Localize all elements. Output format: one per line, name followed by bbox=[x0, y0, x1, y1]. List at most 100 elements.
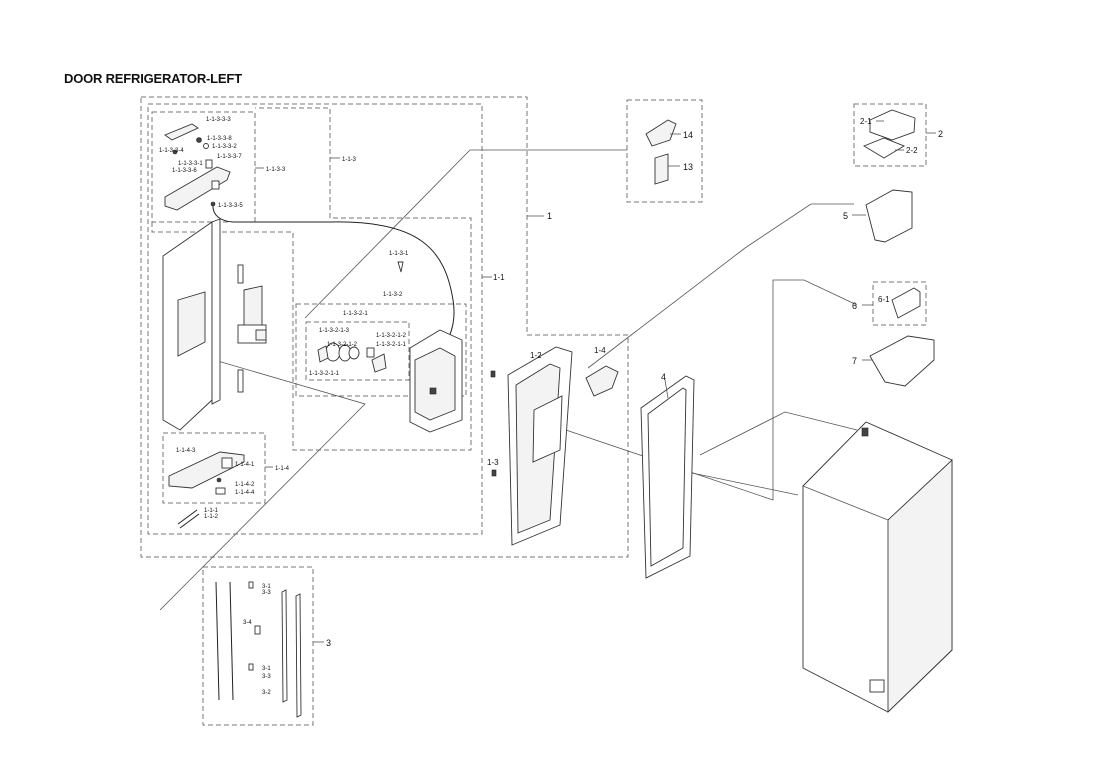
part-bin-7 bbox=[869, 335, 935, 387]
part-14 bbox=[645, 119, 677, 147]
part-door-liner-inner bbox=[177, 291, 206, 357]
part-1-1-4-3 bbox=[168, 451, 245, 489]
label-1-2: 1-2 bbox=[530, 351, 542, 360]
label-1-1-3-3-6: 1-1-3-3-6 bbox=[172, 168, 197, 174]
label-1-1-3: 1-1-3 bbox=[342, 157, 357, 163]
group-box-1-1-3-3 bbox=[151, 111, 256, 223]
part-icemaker-detail bbox=[429, 387, 437, 395]
part-1-3-screw bbox=[491, 469, 497, 477]
label-2: 2 bbox=[938, 129, 943, 139]
part-1-1-4-2 bbox=[216, 477, 222, 483]
leader-group14-to-door bbox=[304, 149, 627, 319]
label-1-1-2: 1-1-2 bbox=[204, 514, 219, 520]
label-1-1-4: 1-1-4 bbox=[275, 466, 290, 472]
part-1-1-4-4 bbox=[215, 487, 226, 495]
part-1-1-1 bbox=[177, 509, 198, 525]
part-1-1-3-3-tray bbox=[164, 166, 231, 211]
label-1-1-3-2-1-2: 1-1-3-2-1-2 bbox=[376, 333, 407, 339]
label-1-1-3-1: 1-1-3-1 bbox=[389, 251, 409, 257]
part-bracket-b bbox=[237, 369, 244, 393]
label-1-1-4-2: 1-1-4-2 bbox=[235, 482, 255, 488]
label-1-4: 1-4 bbox=[594, 346, 606, 355]
part-1-1-3-2-1-seal bbox=[348, 346, 360, 360]
label-1-1-4-4: 1-1-4-4 bbox=[235, 490, 255, 496]
label-1-1-3-3: 1-1-3-3 bbox=[266, 167, 286, 173]
group-box-1-1-3-2-1 bbox=[305, 321, 410, 381]
part-13 bbox=[654, 153, 669, 185]
label-1-1-3-2: 1-1-3-2 bbox=[383, 292, 403, 298]
part-dispenser-switch-b bbox=[255, 329, 267, 341]
label-5: 5 bbox=[843, 211, 848, 221]
label-1-1-3-2-1-1: 1-1-3-2-1-1 bbox=[376, 342, 407, 348]
part-1-1-3-3-8 bbox=[196, 137, 202, 143]
part-gasket-4-inner bbox=[647, 387, 687, 567]
label-1-3: 1-3 bbox=[487, 458, 499, 467]
part-screw-top bbox=[490, 370, 496, 378]
part-icemaker-front bbox=[414, 347, 456, 421]
label-1-1-3-2-1-1b: 1-1-3-2-1-1 bbox=[309, 371, 340, 377]
leader-assembly-to-gasket bbox=[559, 279, 858, 501]
label-14: 14 bbox=[683, 130, 693, 140]
part-3-4 bbox=[254, 625, 261, 635]
part-cabinet-label bbox=[869, 679, 885, 693]
group-box-1-1-4 bbox=[162, 432, 266, 504]
part-2-1 bbox=[869, 109, 916, 141]
part-1-1-3-1 bbox=[397, 261, 404, 273]
label-1-1: 1-1 bbox=[493, 273, 505, 282]
label-1-1-3-2-1-2b: 1-1-3-2-1-2 bbox=[327, 342, 358, 348]
part-1-1-3-2-1-2 bbox=[366, 347, 375, 358]
group-box-3 bbox=[202, 566, 314, 726]
part-3-strip-a bbox=[215, 581, 220, 701]
part-3-strip-c bbox=[281, 589, 288, 703]
part-bin-5 bbox=[865, 189, 913, 243]
part-1-1-3-3-7 bbox=[205, 159, 213, 169]
label-1-1-3-3-4: 1-1-3-3-4 bbox=[159, 148, 184, 154]
leader-cabinet-alignment bbox=[699, 411, 858, 456]
part-3-strip-d bbox=[295, 593, 302, 718]
label-1-1-4-1: 1-1-4-1 bbox=[235, 462, 255, 468]
label-1-1-3-2-1-3: 1-1-3-2-1-3 bbox=[319, 328, 350, 334]
part-cabinet-edge bbox=[802, 485, 889, 521]
part-door-dispenser-recess bbox=[532, 395, 563, 463]
part-1-1-4-1 bbox=[221, 457, 233, 469]
label-7: 7 bbox=[852, 356, 857, 366]
part-bracket-a bbox=[237, 264, 244, 284]
group-box-2 bbox=[853, 103, 927, 167]
part-1-1-3-3-3 bbox=[164, 123, 199, 141]
part-1-1-2 bbox=[179, 513, 200, 529]
group-box-1-1-3-2 bbox=[295, 303, 467, 397]
label-3-1a: 3-1 bbox=[262, 584, 271, 590]
label-1: 1 bbox=[547, 211, 552, 221]
label-6-1: 6-1 bbox=[878, 295, 890, 304]
part-cabinet-hinge bbox=[861, 427, 869, 437]
group-box-6 bbox=[872, 281, 927, 326]
label-1-1-3-3-2: 1-1-3-3-2 bbox=[212, 144, 237, 150]
label-1-1-3-3-3: 1-1-3-3-3 bbox=[206, 117, 231, 123]
diagram-title: DOOR REFRIGERATOR-LEFT bbox=[64, 71, 242, 86]
label-1-1-3-2-1: 1-1-3-2-1 bbox=[343, 311, 368, 317]
group-box-1 bbox=[140, 96, 629, 558]
label-3-2: 3-2 bbox=[262, 690, 271, 696]
label-1-1-3-3-8: 1-1-3-3-8 bbox=[207, 136, 232, 142]
part-1-1-3-3-5 bbox=[210, 201, 216, 207]
label-2-2: 2-2 bbox=[906, 146, 918, 155]
part-1-1-3-3-2 bbox=[203, 143, 209, 149]
part-1-1-3-2-1-1 bbox=[371, 353, 387, 373]
label-3-4: 3-4 bbox=[243, 620, 252, 626]
part-3-1a bbox=[248, 581, 254, 589]
label-1-1-3-3-5: 1-1-3-3-5 bbox=[218, 203, 243, 209]
part-door-hinge-strip bbox=[211, 218, 221, 405]
wire-harness bbox=[212, 203, 455, 341]
label-3-3a: 3-3 bbox=[262, 590, 271, 596]
part-1-1-3-3-6 bbox=[211, 180, 220, 190]
group-box-1-1 bbox=[147, 103, 483, 535]
part-3-strip-b bbox=[229, 581, 234, 701]
part-6-1 bbox=[891, 287, 921, 319]
label-3: 3 bbox=[326, 638, 331, 648]
part-3-1b bbox=[248, 663, 254, 671]
part-1-4-cover bbox=[585, 365, 619, 397]
label-3-3b: 3-3 bbox=[262, 674, 271, 680]
part-1-1-3-3-4 bbox=[172, 149, 178, 155]
label-1-1-4-3: 1-1-4-3 bbox=[176, 448, 196, 454]
